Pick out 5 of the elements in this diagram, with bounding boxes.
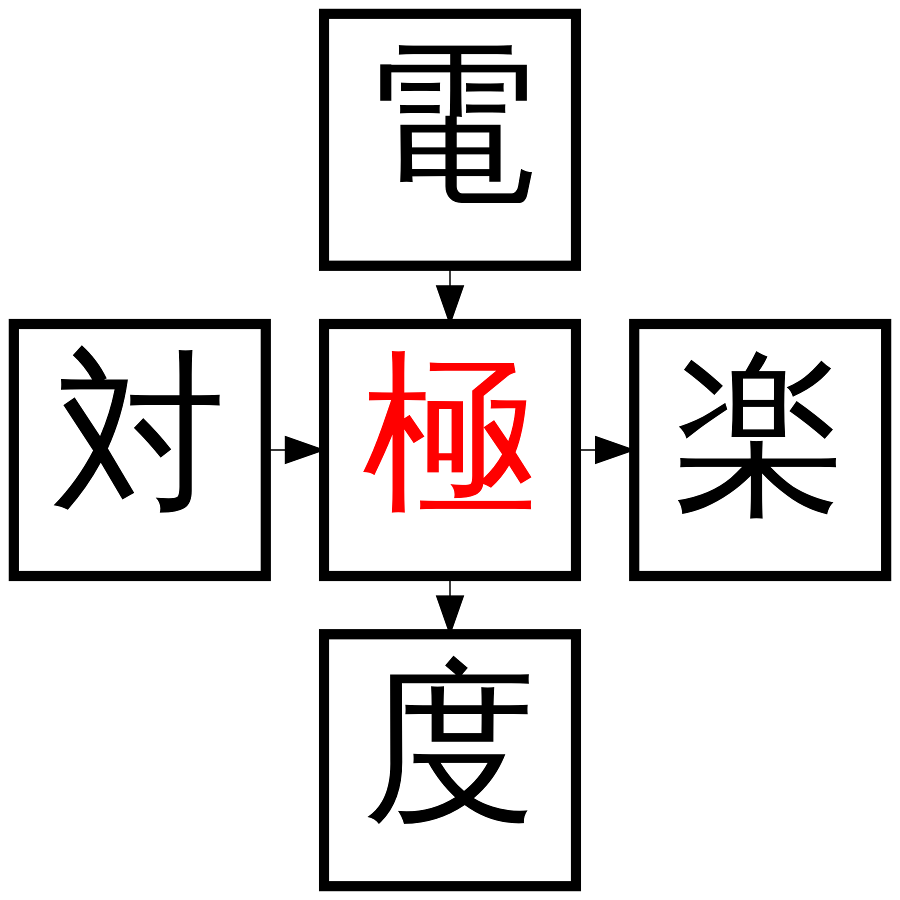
node-box: 対: [8, 318, 271, 582]
node-box: 極: [318, 318, 582, 582]
node-box: 度: [318, 629, 582, 892]
node-box: 楽: [629, 318, 892, 582]
node-box: 電: [318, 8, 582, 271]
